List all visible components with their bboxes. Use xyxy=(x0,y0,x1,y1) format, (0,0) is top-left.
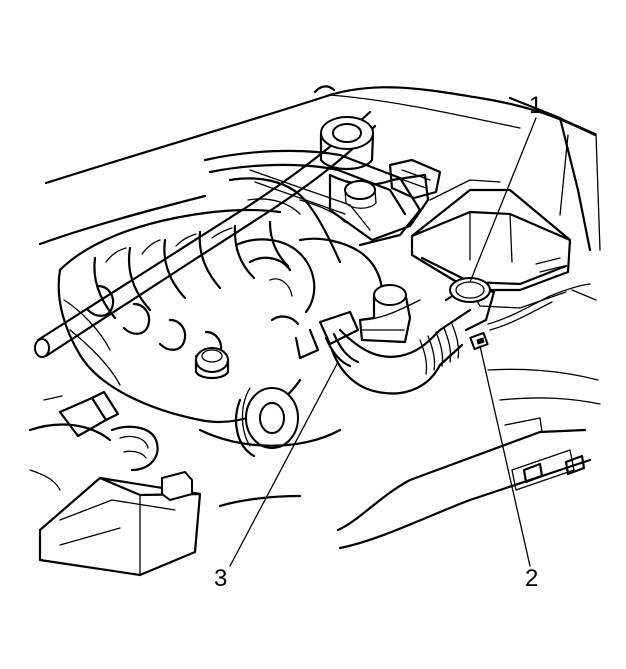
wiring-harness xyxy=(359,283,591,331)
body-outline xyxy=(38,86,601,252)
leader-line-1 xyxy=(469,117,537,283)
leader-line-2 xyxy=(479,345,531,567)
leader-line-3 xyxy=(229,361,339,567)
callout-3: 3 xyxy=(214,565,228,592)
battery xyxy=(38,471,202,577)
fluid-reservoir xyxy=(358,284,412,344)
accessory-drive xyxy=(198,387,342,458)
coolant-reservoir xyxy=(319,116,442,242)
radiator-support xyxy=(218,368,601,550)
callout-2: 2 xyxy=(525,565,539,592)
throttle-body xyxy=(234,238,360,360)
left-components xyxy=(28,390,159,491)
callout-1: 1 xyxy=(529,92,543,119)
oil-filler-cap xyxy=(194,347,230,380)
intake-duct xyxy=(324,277,496,395)
leader-lines xyxy=(229,117,537,567)
